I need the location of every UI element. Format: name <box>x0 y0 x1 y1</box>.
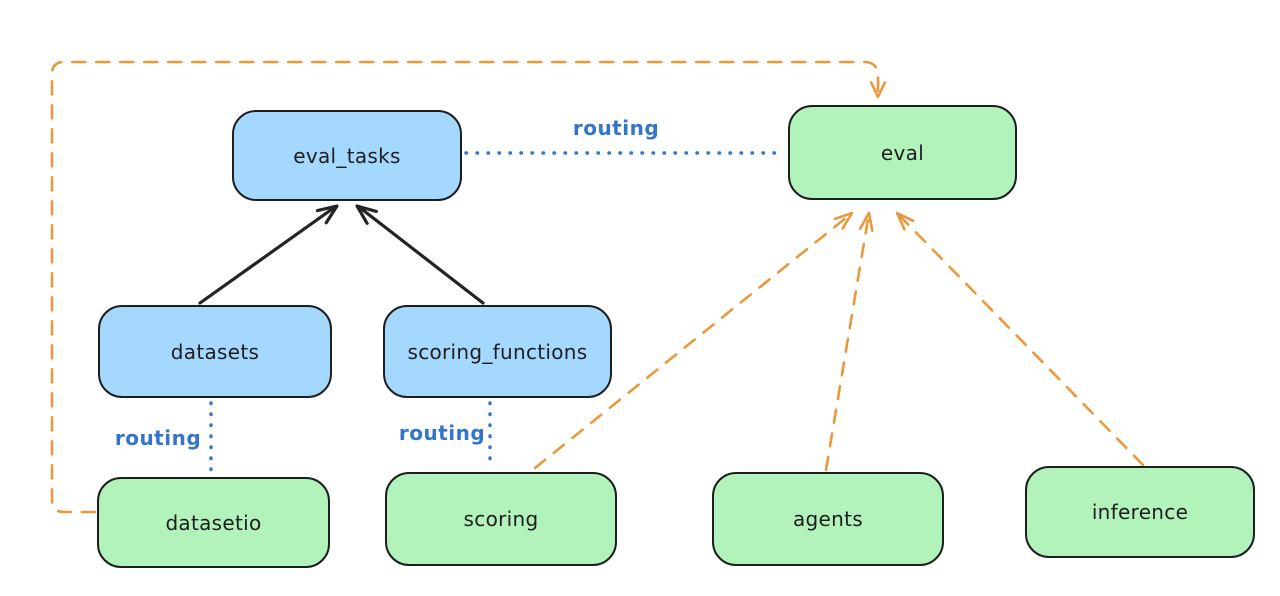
node-datasetio: datasetio <box>97 477 330 568</box>
node-inference: inference <box>1025 466 1255 558</box>
node-scoring-functions-label: scoring_functions <box>407 339 588 364</box>
edge-label-routing-scoring-functions-scoring: routing <box>398 421 486 445</box>
node-agents-label: agents <box>793 507 863 531</box>
node-eval-tasks: eval_tasks <box>232 110 462 201</box>
node-datasets-label: datasets <box>170 339 260 364</box>
edge-label-routing-datasets-datasetio: routing <box>114 426 202 450</box>
node-datasets: datasets <box>98 305 332 398</box>
edge-scoring-to-eval-dashed-arrow <box>533 211 854 470</box>
node-eval-label: eval <box>880 140 925 165</box>
node-scoring: scoring <box>385 472 617 566</box>
edge-agents-to-eval-dashed-arrow <box>824 211 874 472</box>
node-inference-label: inference <box>1091 500 1189 524</box>
node-eval: eval <box>788 105 1017 200</box>
node-agents: agents <box>712 472 944 566</box>
edge-label-routing-eval-tasks-eval: routing <box>572 116 660 140</box>
node-eval-tasks-label: eval_tasks <box>293 143 401 168</box>
edge-datasetio-to-eval-dashed-arrow <box>50 60 887 514</box>
node-scoring-functions: scoring_functions <box>383 305 612 398</box>
edge-scoring-functions-to-eval-tasks-arrow <box>355 204 485 305</box>
node-scoring-label: scoring <box>463 507 539 531</box>
edge-inference-to-eval-dashed-arrow <box>895 211 1145 467</box>
node-datasetio-label: datasetio <box>165 510 262 535</box>
edge-datasets-to-eval-tasks-arrow <box>198 204 339 305</box>
